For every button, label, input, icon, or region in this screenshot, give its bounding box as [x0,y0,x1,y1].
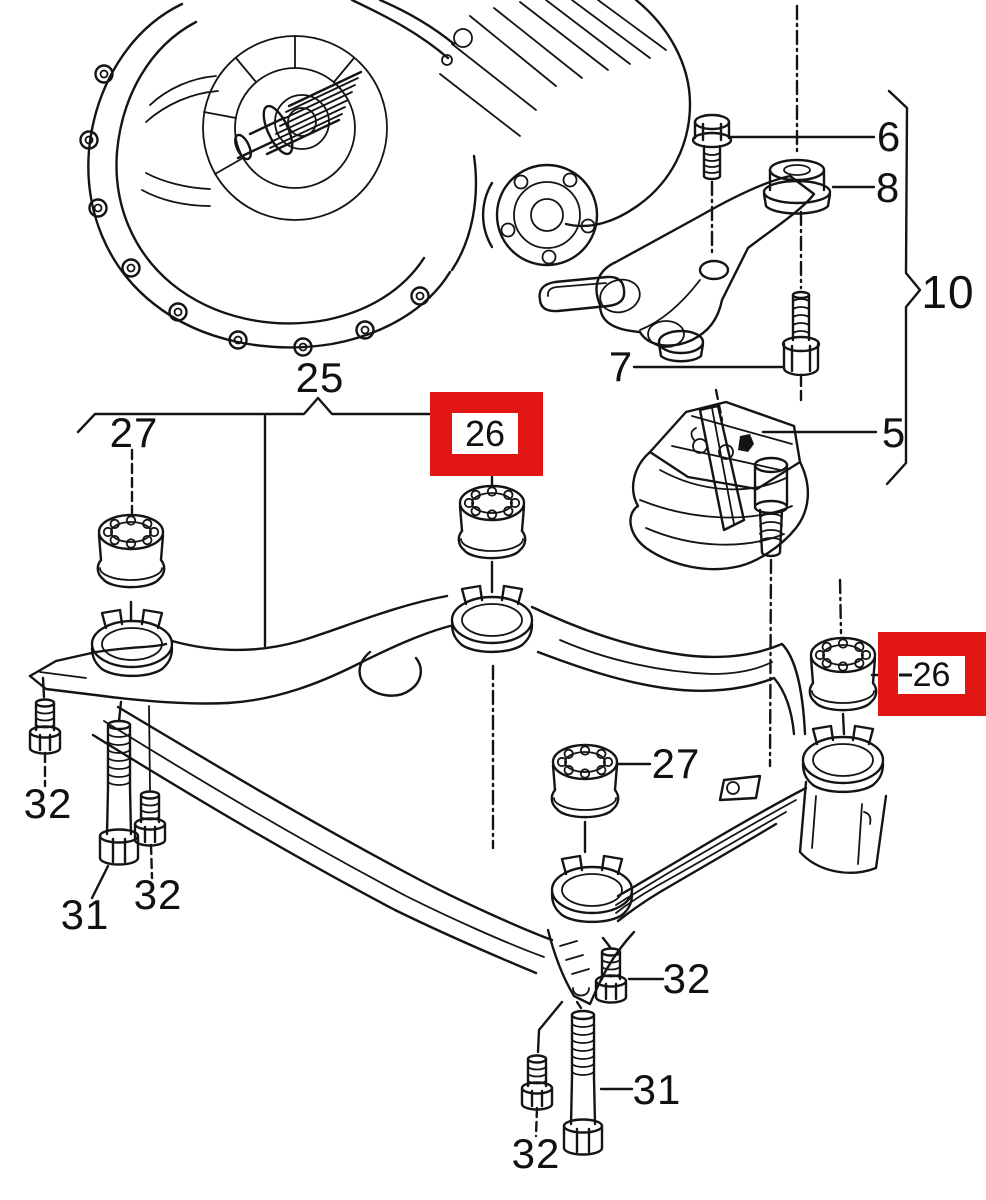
highlight-box-26-left[interactable]: 26 [430,392,543,476]
leader-tick-icon [899,673,912,677]
support-arm-7 [595,174,816,363]
callout-27-center[interactable]: 27 [651,740,701,787]
subframe-mount-cups [90,584,885,924]
callout-31-bottom[interactable]: 31 [632,1066,682,1113]
callout-10[interactable]: 10 [921,266,975,318]
callout-8[interactable]: 8 [875,164,901,211]
bushing-8 [762,158,832,215]
callout-32-bottom-right[interactable]: 32 [662,955,712,1002]
callout-7[interactable]: 7 [608,343,634,390]
highlight-label-26-right: 26 [898,656,965,694]
callout-27-left[interactable]: 27 [109,409,159,456]
engine-mount-5 [629,400,810,571]
transmission-input-shaft [234,70,363,161]
callout-32-left[interactable]: 32 [133,871,183,918]
bolts [28,698,628,1156]
bolt-6 [691,113,733,181]
callout-32-bottom-left[interactable]: 32 [511,1130,561,1177]
highlight-label-26-left: 26 [452,413,518,454]
callout-32-far-left[interactable]: 32 [23,780,73,827]
callout-5[interactable]: 5 [881,409,907,456]
callout-6[interactable]: 6 [876,113,902,160]
subframe-crossmember [28,594,888,1006]
transmission-gearbox-body [350,0,692,272]
callout-25[interactable]: 25 [295,354,345,401]
callout-31-left[interactable]: 31 [60,891,110,938]
transmission-housing [79,2,452,357]
leader-lines [41,4,880,1138]
highlight-box-26-right[interactable]: 26 [878,632,986,716]
bolt-below-bracket [781,290,821,377]
output-flange [481,163,626,313]
brace-10 [885,89,922,486]
